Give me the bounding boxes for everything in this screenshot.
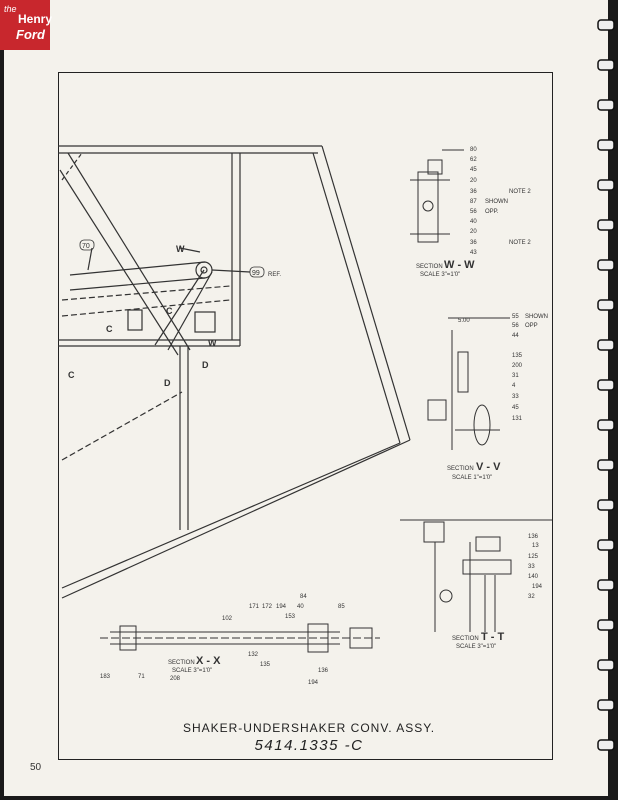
xx-prefix: SECTION bbox=[168, 660, 195, 666]
ww-c6: 87 bbox=[470, 199, 477, 205]
xx-c11: 136 bbox=[318, 668, 329, 674]
section-tt-callouts: 136 13 125 33 140 194 32 SECTION T - T S… bbox=[452, 534, 543, 650]
vv-c10: 131 bbox=[512, 416, 523, 422]
xx-c13: 208 bbox=[170, 676, 181, 682]
section-ww-callouts: 80 62 45 20 36 NOTE 2 87 SHOWN 56 OPP. 4… bbox=[416, 147, 531, 278]
vv-c3: 44 bbox=[512, 333, 519, 339]
ww-c2: 62 bbox=[470, 157, 477, 163]
ww-c1: 80 bbox=[470, 147, 477, 153]
vv-c7: 4 bbox=[512, 383, 516, 389]
page-number: 50 bbox=[30, 762, 42, 773]
section-tt-drawing bbox=[400, 519, 552, 632]
ww-c10: 36 bbox=[470, 240, 477, 246]
drawing-number: 5414.1335 -C bbox=[254, 737, 364, 754]
label-d-right: D bbox=[202, 360, 209, 370]
ww-c3: 45 bbox=[470, 167, 477, 173]
logo-henry: Henry bbox=[18, 12, 53, 26]
xx-c10: 135 bbox=[260, 662, 271, 668]
section-vv-callouts: 5.00 55 SHOWN 56 OPP 44 135 200 31 4 33 … bbox=[447, 314, 548, 481]
ww-prefix: SECTION bbox=[416, 264, 443, 270]
ww-c7: 56 bbox=[470, 209, 477, 215]
ww-c9: 20 bbox=[470, 229, 477, 235]
vv-c6: 31 bbox=[512, 373, 519, 379]
ref-text: REF. bbox=[268, 272, 281, 278]
vv-c1: 55 bbox=[512, 314, 519, 320]
tt-scale: SCALE 3"=1'0" bbox=[456, 644, 496, 650]
ww-note2: SHOWN bbox=[485, 199, 508, 205]
label-c-left: C bbox=[106, 324, 113, 334]
section-ww-drawing bbox=[410, 149, 464, 243]
vv-c5: 200 bbox=[512, 363, 523, 369]
xx-section-name: X - X bbox=[196, 655, 221, 667]
section-xx-drawing bbox=[100, 623, 380, 653]
drawing-title: SHAKER-UNDERSHAKER CONV. ASSY. bbox=[182, 721, 436, 735]
tt-c2: 13 bbox=[532, 543, 539, 549]
xx-c1: 102 bbox=[222, 616, 233, 622]
vv-c9: 45 bbox=[512, 405, 519, 411]
tt-c3: 125 bbox=[528, 554, 539, 560]
xx-scale: SCALE 3"=1'0" bbox=[172, 668, 212, 674]
label-w-upper: W bbox=[176, 244, 185, 254]
ww-note3: OPP. bbox=[485, 209, 499, 215]
section-xx-callouts: 102 171 172 194 40 153 84 85 132 135 136… bbox=[100, 594, 345, 686]
xx-c12: 194 bbox=[308, 680, 319, 686]
vv-c8: 33 bbox=[512, 394, 519, 400]
vv-note2: OPP bbox=[525, 323, 538, 329]
vv-dimension: 5.00 bbox=[458, 318, 470, 324]
vv-note1: SHOWN bbox=[525, 314, 548, 320]
vv-section-name: V - V bbox=[476, 461, 501, 473]
document-page bbox=[4, 0, 608, 796]
ww-c5: 36 bbox=[470, 189, 477, 195]
tt-prefix: SECTION bbox=[452, 636, 479, 642]
xx-c7: 84 bbox=[300, 594, 307, 600]
vv-scale: SCALE 1"=1'0" bbox=[452, 475, 492, 481]
ww-note1: NOTE 2 bbox=[509, 189, 531, 195]
henry-ford-logo: the Henry Ford bbox=[0, 0, 53, 50]
logo-ford: Ford bbox=[16, 27, 45, 42]
main-view-labels: W W C C C D D 99 REF. 70 bbox=[68, 239, 281, 388]
ww-c4: 20 bbox=[470, 178, 477, 184]
tt-c1: 136 bbox=[528, 534, 539, 540]
ww-scale: SCALE 3"=1'0" bbox=[420, 272, 460, 278]
tt-c7: 32 bbox=[528, 594, 535, 600]
drawing-frame bbox=[58, 72, 553, 760]
label-d-left: D bbox=[164, 378, 171, 388]
label-c-right: C bbox=[166, 306, 173, 316]
spiral-binding bbox=[597, 19, 615, 751]
ww-note4: NOTE 2 bbox=[509, 240, 531, 246]
xx-c6: 153 bbox=[285, 614, 296, 620]
ww-section-name: W - W bbox=[444, 259, 475, 271]
label-c-edge: C bbox=[68, 370, 75, 380]
tt-section-name: T - T bbox=[481, 631, 504, 643]
xx-c8: 85 bbox=[338, 604, 345, 610]
ref-callout: 99 bbox=[252, 270, 260, 277]
logo-the: the bbox=[4, 4, 17, 14]
tt-c5: 140 bbox=[528, 574, 539, 580]
vv-prefix: SECTION bbox=[447, 466, 474, 472]
section-vv-drawing bbox=[427, 317, 510, 450]
vv-c4: 135 bbox=[512, 353, 523, 359]
tt-c4: 33 bbox=[528, 564, 535, 570]
label-w-lower: W bbox=[208, 338, 217, 348]
tt-c6: 194 bbox=[532, 584, 543, 590]
xx-c5: 40 bbox=[297, 604, 304, 610]
main-assembly-view bbox=[58, 145, 411, 599]
xx-c3: 172 bbox=[262, 604, 273, 610]
xx-c14: 183 bbox=[100, 674, 111, 680]
ww-c11: 43 bbox=[470, 250, 477, 256]
vv-c2: 56 bbox=[512, 323, 519, 329]
callout-70: 70 bbox=[82, 243, 90, 250]
xx-c15: 71 bbox=[138, 674, 145, 680]
xx-c4: 194 bbox=[276, 604, 287, 610]
xx-c2: 171 bbox=[249, 604, 260, 610]
xx-c9: 132 bbox=[248, 652, 259, 658]
ww-c8: 40 bbox=[470, 219, 477, 225]
